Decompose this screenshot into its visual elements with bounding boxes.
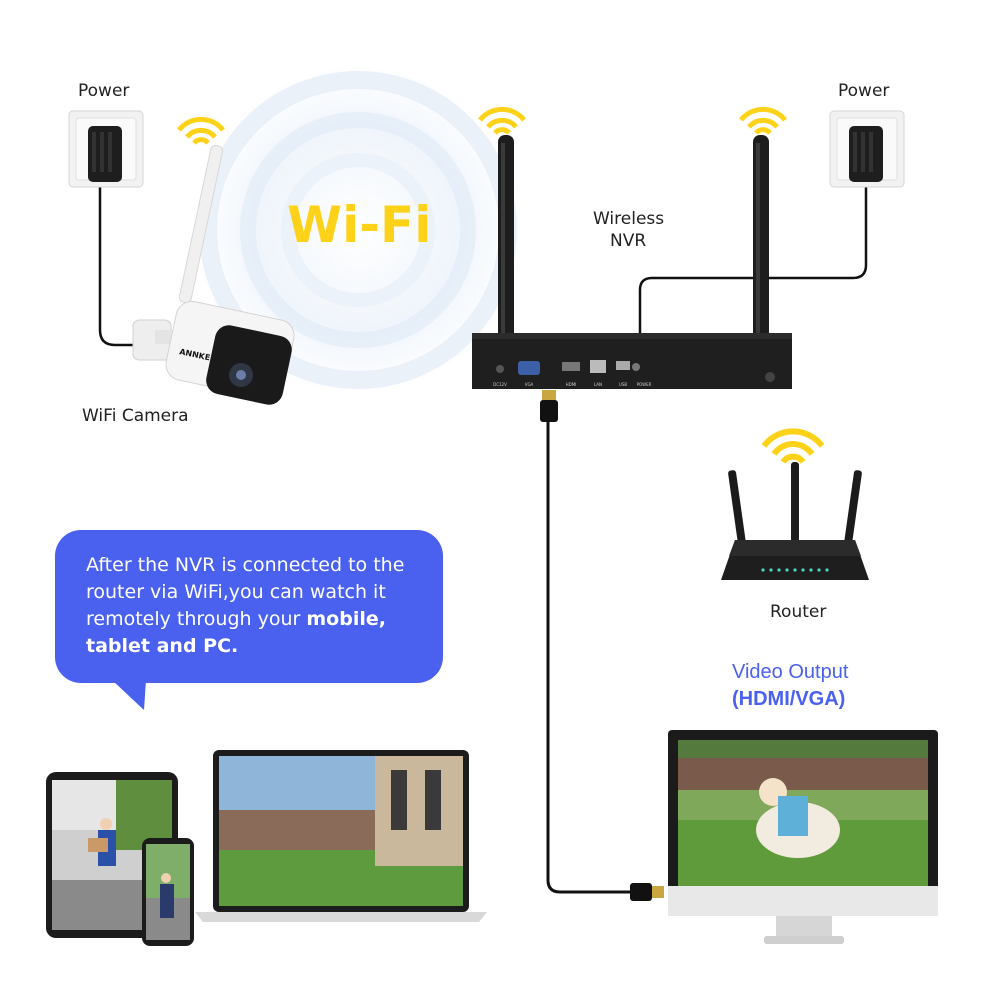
- info-bubble: [55, 530, 443, 683]
- bubble-text-bold-2: tablet and PC.: [86, 635, 239, 657]
- wifi-camera-label: WiFi Camera: [82, 406, 189, 426]
- video-output-sublabel: (HDMI/VGA): [732, 688, 846, 710]
- router-label: Router: [770, 602, 827, 622]
- power-adapter-icon: [68, 110, 144, 188]
- wifi-title: Wi-Fi: [287, 196, 432, 254]
- wireless-nvr-label-line1: Wireless: [593, 209, 665, 229]
- info-bubble-text: After the NVR is connected to the router…: [86, 552, 436, 660]
- bubble-text-plain: After the NVR is connected to the router…: [86, 554, 405, 630]
- nvr-port-label: POWER: [637, 382, 652, 387]
- smartphone: [142, 838, 194, 946]
- wifi-signal-icon: [739, 106, 787, 135]
- router: [721, 462, 869, 580]
- hdmi-connector-icon: [540, 390, 558, 422]
- nvr-port-label: DC12V: [493, 382, 507, 387]
- wireless-nvr: DC12V VGA HDMI LAN USB POWER: [472, 135, 792, 389]
- power-label-right: Power: [838, 81, 890, 101]
- wireless-nvr-label-line2: NVR: [610, 231, 647, 251]
- video-output-label: Video Output: [732, 661, 849, 683]
- bubble-text-bold-1: mobile,: [306, 608, 386, 630]
- laptop: [195, 750, 487, 922]
- power-adapter-icon: [829, 110, 905, 188]
- wifi-signal-icon: [761, 428, 825, 464]
- wifi-camera: ANNKE: [132, 144, 295, 405]
- nvr-port-label: USB: [619, 382, 627, 387]
- wifi-signal-icon: [177, 116, 225, 145]
- nvr-port-label: HDMI: [566, 382, 577, 387]
- hdmi-connector-icon: [630, 883, 664, 901]
- nvr-port-label: VGA: [525, 382, 534, 387]
- wifi-signal-icon: [478, 106, 526, 135]
- power-label-left: Power: [78, 81, 130, 101]
- monitor: [668, 730, 938, 944]
- nvr-port-label: LAN: [594, 382, 602, 387]
- bubble-tail: [112, 680, 146, 710]
